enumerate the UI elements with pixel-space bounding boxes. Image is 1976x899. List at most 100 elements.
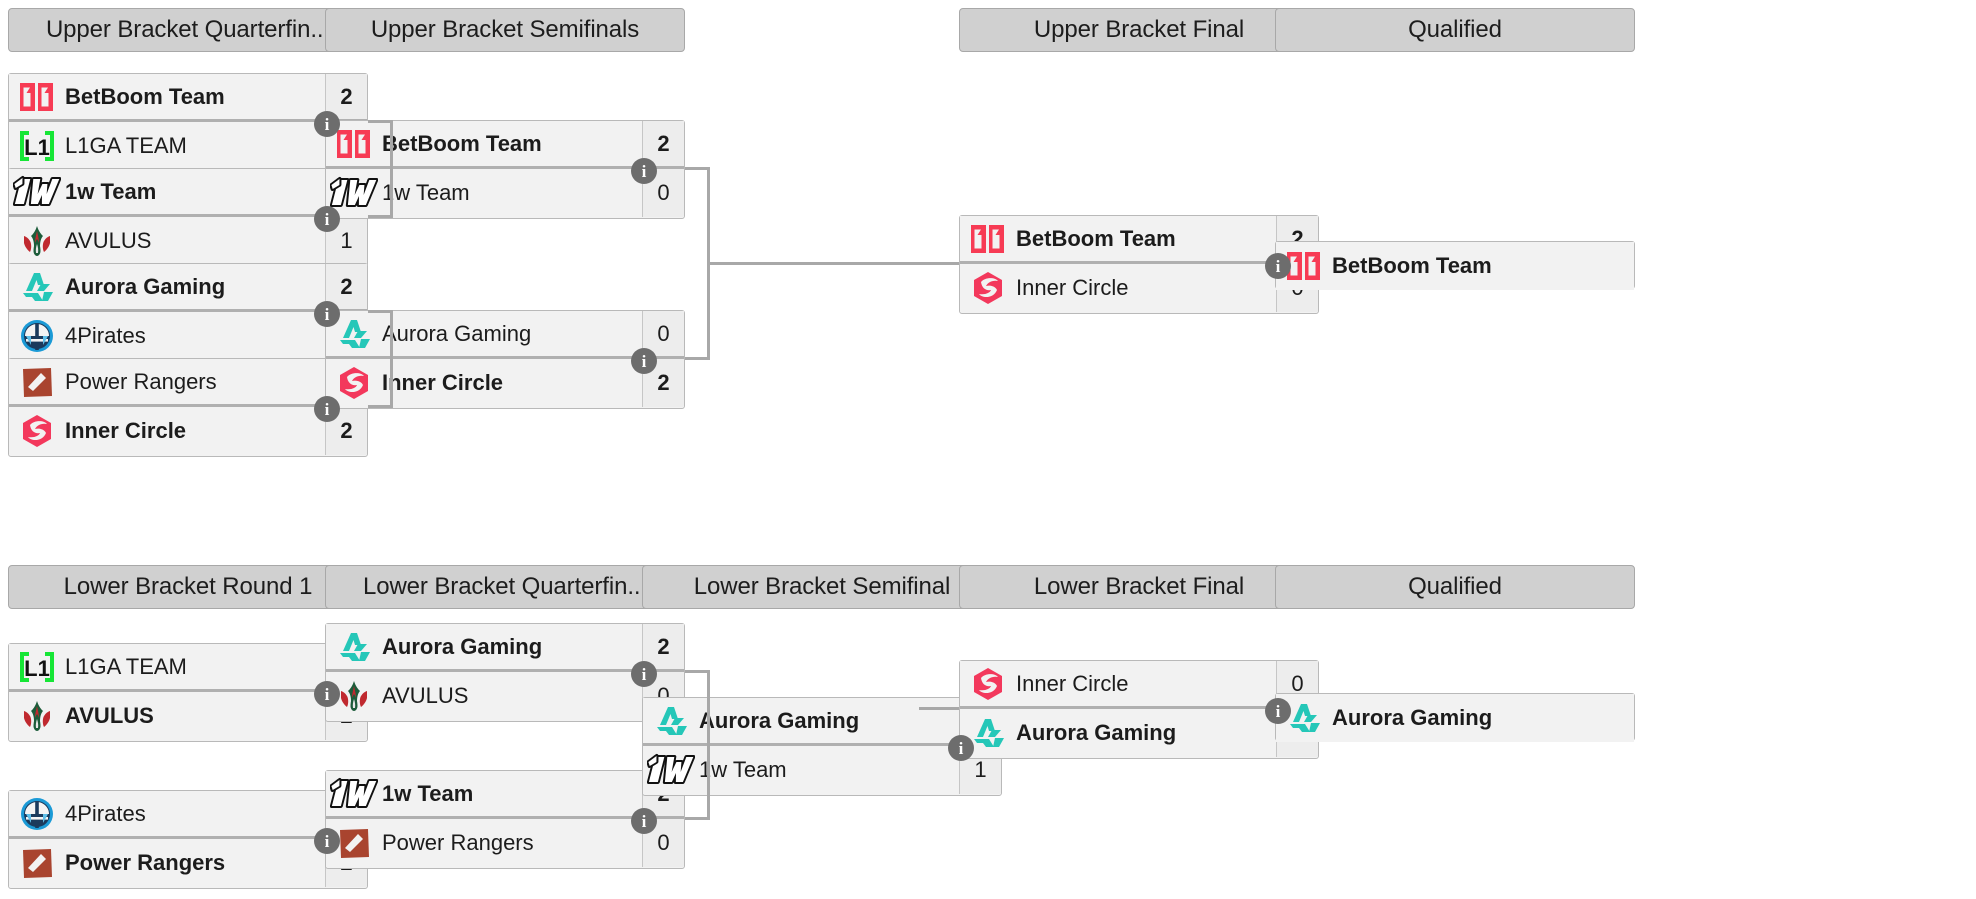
- match-lb-round1-1[interactable]: L1 L1GA TEAM1 AVULUS2i: [8, 643, 368, 742]
- match-row-single[interactable]: BetBoom Team: [1276, 242, 1634, 290]
- round-header-ub-final[interactable]: Upper Bracket Final: [959, 8, 1319, 52]
- team-logo: [9, 790, 65, 838]
- team-logo: [960, 215, 1016, 263]
- round-header-ub-qualified[interactable]: Qualified: [1275, 8, 1635, 52]
- inner-circle-logo-icon: [974, 272, 1002, 304]
- team-name: Aurora Gaming: [65, 273, 226, 299]
- team-logo: [1276, 694, 1332, 742]
- info-icon[interactable]: i: [631, 808, 657, 834]
- match-row-top[interactable]: 4Pirates0: [9, 791, 367, 839]
- match-row-bottom[interactable]: AVULUS2: [9, 692, 367, 740]
- team-logo: L1: [9, 122, 65, 170]
- team-name: L1GA TEAM: [65, 133, 187, 158]
- round-header-lb-round1[interactable]: Lower Bracket Round 1: [8, 565, 368, 609]
- avulus-logo-icon: [24, 226, 50, 256]
- team-logo: [326, 310, 382, 358]
- dota2-logo-icon: [23, 367, 52, 397]
- match-row-top[interactable]: L1 L1GA TEAM1: [9, 644, 367, 692]
- info-icon[interactable]: i: [631, 158, 657, 184]
- info-icon[interactable]: i: [314, 206, 340, 232]
- info-icon[interactable]: i: [314, 111, 340, 137]
- 1w-team-logo-icon: [647, 754, 695, 784]
- team-logo: L1: [9, 643, 65, 691]
- connector-line: [919, 707, 959, 710]
- round-header-lb-final[interactable]: Lower Bracket Final: [959, 565, 1319, 609]
- svg-text:L1: L1: [24, 135, 50, 160]
- team-name: Aurora Gaming: [1332, 705, 1493, 730]
- team-logo: [9, 839, 65, 887]
- round-header-lb-qualified[interactable]: Qualified: [1275, 565, 1635, 609]
- svg-text:L1: L1: [24, 656, 50, 681]
- betboom-logo-icon: [1287, 252, 1320, 280]
- team-logo: [9, 407, 65, 455]
- info-icon[interactable]: i: [314, 681, 340, 707]
- team-name: Aurora Gaming: [382, 320, 532, 346]
- match-row-bottom[interactable]: 4Pirates0: [9, 312, 367, 360]
- info-icon[interactable]: i: [631, 348, 657, 374]
- team-name: Inner Circle: [1016, 275, 1129, 300]
- match-ub-qualified[interactable]: BetBoom Team: [1275, 241, 1635, 290]
- match-row-single[interactable]: Aurora Gaming: [1276, 694, 1634, 742]
- team-logo: [326, 672, 382, 720]
- 4pirates-logo-icon: [21, 320, 53, 352]
- info-icon[interactable]: i: [314, 301, 340, 327]
- match-row-bottom[interactable]: L1 L1GA TEAM0: [9, 122, 367, 170]
- connector-line: [368, 215, 390, 218]
- betboom-logo-icon: [971, 224, 1004, 253]
- team-logo: [643, 746, 699, 794]
- info-icon[interactable]: i: [1265, 253, 1291, 279]
- round-header-ub-semifinals[interactable]: Upper Bracket Semifinals: [325, 8, 685, 52]
- 4pirates-logo-icon: [21, 797, 53, 830]
- info-icon[interactable]: i: [314, 828, 340, 854]
- team-name: BetBoom Team: [1332, 253, 1492, 278]
- round-header-lb-quarterfinals[interactable]: Lower Bracket Quarterfin...: [325, 565, 685, 609]
- team-name: BetBoom Team: [382, 130, 542, 156]
- info-icon[interactable]: i: [1265, 698, 1291, 724]
- team-name: L1GA TEAM: [65, 653, 187, 679]
- team-logo: [960, 264, 1016, 312]
- match-lb-qualified[interactable]: Aurora Gaming: [1275, 693, 1635, 742]
- match-lb-round1-2[interactable]: 4Pirates0 Power Rangers2i: [8, 790, 368, 889]
- info-icon[interactable]: i: [948, 735, 974, 761]
- match-row-bottom[interactable]: Power Rangers2: [9, 839, 367, 887]
- team-name: Power Rangers: [382, 830, 534, 855]
- info-icon[interactable]: i: [631, 661, 657, 687]
- round-header-lb-semifinal[interactable]: Lower Bracket Semifinal: [642, 565, 1002, 609]
- connector-line: [685, 817, 707, 820]
- round-header-ub-quarterfinals[interactable]: Upper Bracket Quarterfin...: [8, 8, 368, 52]
- aurora-gaming-logo-icon: [1290, 704, 1320, 732]
- l1ga-logo-icon: L1: [20, 651, 54, 682]
- info-icon[interactable]: i: [314, 396, 340, 422]
